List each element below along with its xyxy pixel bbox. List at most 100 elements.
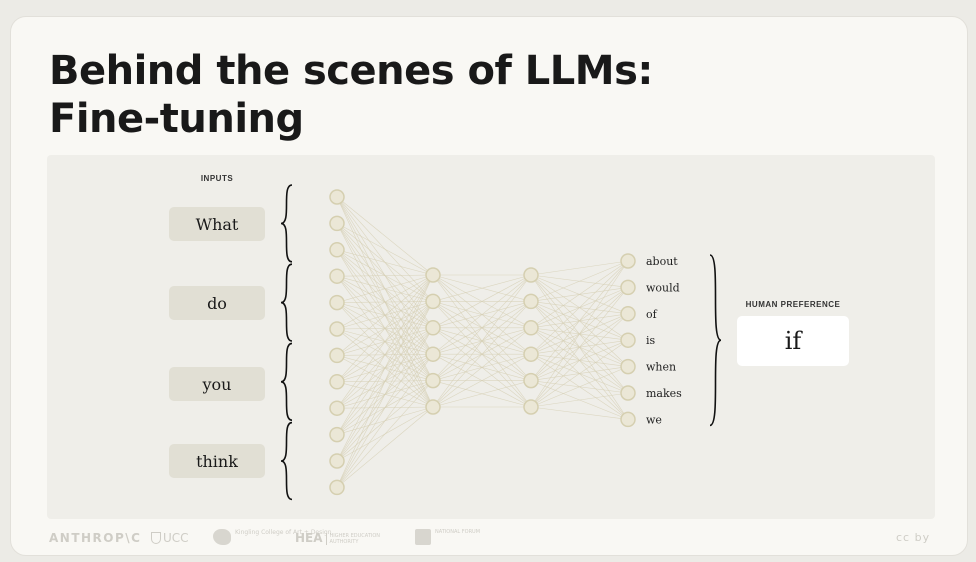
layer-1-node [329, 347, 345, 364]
network-edge [336, 380, 434, 488]
national-forum-text: NATIONAL FORUM [435, 529, 481, 535]
input-token-label: do [207, 294, 227, 313]
network-edge [530, 260, 629, 276]
network-edge [432, 274, 532, 302]
slide-title: Behind the scenes of LLMs: Fine-tuning [49, 47, 653, 143]
title-line-2: Fine-tuning [49, 96, 304, 142]
layer-4-node [620, 385, 636, 401]
layer-1-node [329, 400, 345, 416]
layer-3-node [523, 267, 539, 283]
human-preference-value: if [785, 327, 804, 355]
footer-logos: ANTHROP\C UCC Kingling College of Art + … [11, 529, 969, 553]
inputs-label: INPUTS [201, 174, 234, 183]
layer-1-node [329, 294, 345, 311]
national-forum-logo: NATIONAL FORUM [415, 529, 481, 545]
network-edge [432, 274, 532, 329]
network-edge [432, 353, 532, 408]
curly-brace [709, 254, 722, 427]
network-edge [336, 223, 434, 276]
curly-brace [280, 342, 293, 421]
output-token-label: when [646, 361, 676, 374]
human-preference-label: HUMAN PREFERENCE [746, 300, 841, 309]
input-token-box [169, 207, 265, 241]
network-edge [530, 313, 629, 408]
input-token-label: What [196, 215, 239, 234]
layer-1-node [329, 479, 345, 496]
layer-2-node [425, 372, 441, 389]
hea-logo-text: HEA [295, 531, 323, 545]
hea-subtitle: HIGHER EDUCATION AUTHORITY [325, 532, 396, 545]
layer-2-node [425, 346, 441, 362]
layer-4-node [620, 306, 636, 322]
neural-network-diagram: INPUTSWhatdoyouthinkaboutwouldofiswhenma… [169, 174, 849, 501]
network-edge [530, 366, 629, 408]
network-edge [530, 260, 629, 408]
layer-1-node [329, 321, 345, 337]
network-edge [336, 301, 434, 488]
network-edge [530, 260, 629, 381]
output-token-label: is [646, 334, 656, 347]
input-token-box [169, 367, 265, 401]
network-edge [336, 274, 434, 409]
output-token-label: makes [646, 387, 682, 400]
input-token-box [169, 286, 265, 320]
curly-brace [280, 263, 293, 342]
kcad-logo: Kingling College of Art + Design [213, 529, 332, 545]
network-edge [432, 274, 532, 408]
layer-3-node [523, 293, 539, 310]
network-edge [530, 406, 629, 420]
network-edge [336, 196, 434, 276]
network-edge [336, 327, 434, 488]
ucc-shield-icon [151, 532, 161, 544]
network-edge [336, 274, 434, 435]
output-token-label: about [646, 255, 678, 268]
network-edge [336, 274, 434, 277]
network-edge [530, 260, 629, 329]
ucc-logo-text: UCC [163, 531, 189, 545]
network-edge [432, 380, 532, 408]
layer-3-node [523, 320, 539, 336]
slide: Behind the scenes of LLMs: Fine-tuning I… [10, 16, 968, 556]
output-token-label: of [646, 308, 658, 321]
layer-1-node [329, 215, 345, 232]
layer-4-node [620, 411, 636, 428]
layer-3-node [523, 399, 539, 415]
input-token-box [169, 444, 265, 478]
network-edge [336, 274, 434, 383]
layer-4-node [620, 332, 636, 348]
layer-4-node [620, 253, 636, 269]
network-edge [336, 274, 434, 356]
layer-2-node [425, 320, 441, 336]
output-token-label: we [646, 413, 662, 426]
network-edge [530, 392, 629, 408]
layer-1-node [329, 453, 345, 469]
layer-2-node [425, 399, 441, 415]
input-token-label: think [196, 452, 238, 471]
network-edge [530, 339, 629, 408]
creative-commons-logo: cc by [896, 531, 931, 544]
national-forum-icon [415, 529, 431, 545]
network-edge [530, 287, 629, 408]
kcad-logo-text: Kingling College of Art + Design [235, 529, 332, 536]
network-edge [432, 301, 532, 408]
layer-1-node [329, 426, 345, 443]
network-edge [530, 260, 629, 302]
layer-1-node [329, 189, 345, 205]
layer-3-node [523, 372, 539, 389]
ucc-logo: UCC [151, 529, 189, 547]
layer-2-node [425, 267, 441, 283]
network-edge [432, 327, 532, 408]
network-edge [336, 274, 434, 462]
network-edge [336, 274, 434, 303]
layer-1-node [329, 374, 345, 390]
network-edge [336, 274, 434, 488]
layer-2-node [425, 293, 441, 310]
network-edge [530, 260, 629, 355]
network-edge [432, 274, 532, 355]
human-preference-box [737, 316, 849, 366]
layer-3-node [523, 346, 539, 362]
network-edge [432, 274, 532, 381]
layer-4-node [620, 358, 636, 375]
network-edge [336, 354, 434, 488]
